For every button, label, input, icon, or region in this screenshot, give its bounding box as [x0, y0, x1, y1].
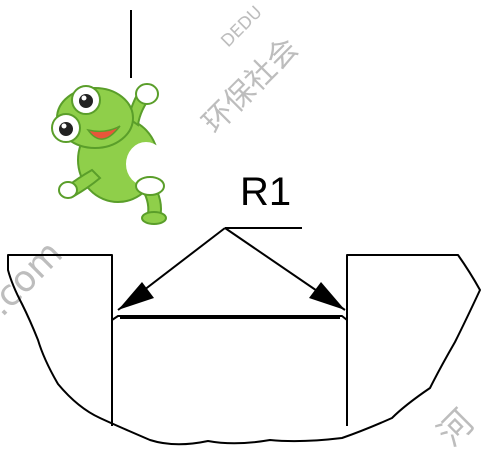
part-outline — [7, 254, 481, 446]
watermark-top-text: DEDU — [217, 2, 266, 51]
frog-left-hand — [58, 181, 78, 199]
watermark-chinese-text: 环保社会 — [196, 31, 306, 141]
outer-boundary — [7, 254, 481, 446]
radius-dimension: R1 — [117, 170, 346, 311]
frog-mascot-icon — [51, 10, 167, 225]
radius-label: R1 — [240, 170, 291, 214]
arrowhead-left — [118, 282, 154, 310]
arrowhead-right — [309, 282, 345, 310]
frog-mouth — [86, 125, 121, 140]
frog-foot-white — [135, 176, 165, 196]
frog-belly — [126, 142, 166, 186]
watermark-bottom-right-text: 河 — [430, 402, 482, 454]
frog-hand — [135, 83, 159, 105]
frog-foot — [141, 211, 167, 225]
